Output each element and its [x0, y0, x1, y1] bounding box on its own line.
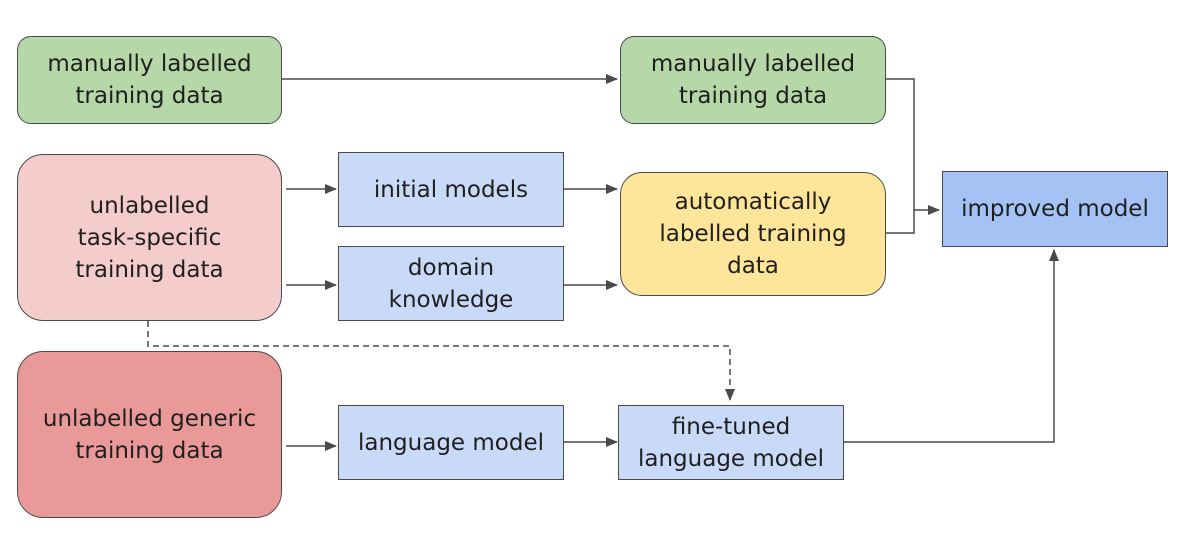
node-label: unlabelled generic training data	[42, 405, 257, 464]
node-manually-labelled-target: manually labelled training data	[620, 36, 886, 124]
node-manually-labelled-source: manually labelled training data	[17, 36, 282, 124]
edge-fine-tuned-to-improved	[844, 249, 1059, 443]
node-label: initial models	[373, 176, 529, 203]
edge-task-to-fine-tuned-dashed	[147, 321, 735, 401]
edge-manual-to-improved	[886, 78, 940, 215]
node-label: domain knowledge	[388, 254, 514, 313]
node-label: improved model	[961, 196, 1149, 222]
node-initial-models: initial models	[338, 152, 564, 227]
edge-auto-to-improved	[886, 210, 915, 234]
node-fine-tuned-language-model: fine-tuned language model	[618, 405, 844, 480]
node-label: manually labelled training data	[47, 51, 252, 109]
node-label: fine-tuned language model	[637, 413, 824, 472]
node-unlabelled-generic: unlabelled generic training data	[17, 351, 282, 518]
node-language-model: language model	[338, 405, 564, 480]
node-label: manually labelled training data	[650, 51, 856, 109]
node-improved-model: improved model	[942, 171, 1168, 247]
node-domain-knowledge: domain knowledge	[338, 246, 564, 321]
node-automatically-labelled: automatically labelled training data	[620, 172, 886, 296]
node-label: unlabelled task-specific training data	[75, 192, 224, 283]
node-unlabelled-task-specific: unlabelled task-specific training data	[17, 154, 282, 321]
node-label: language model	[357, 429, 544, 456]
node-label: automatically labelled training data	[659, 189, 847, 279]
